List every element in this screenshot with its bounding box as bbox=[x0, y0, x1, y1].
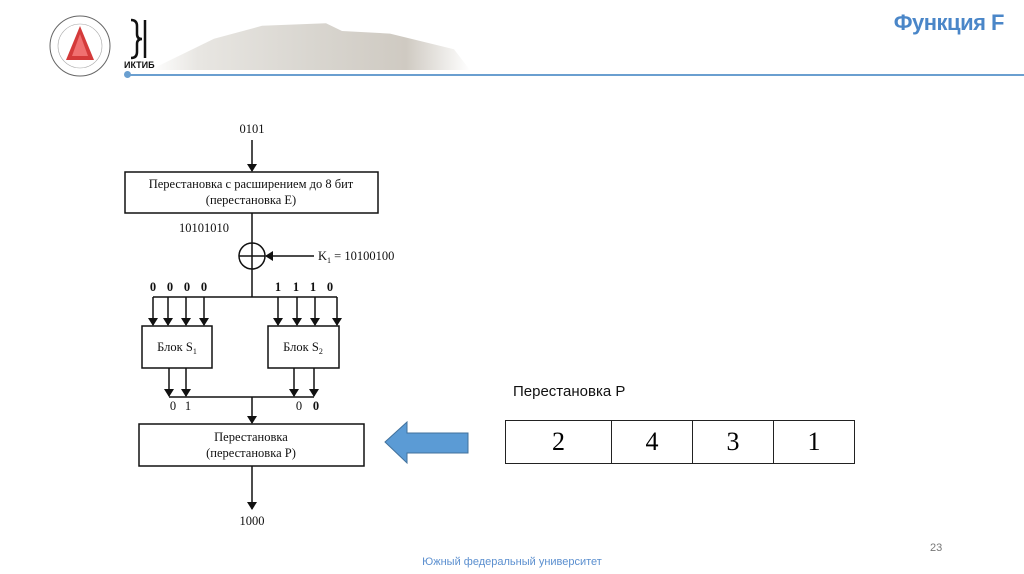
p-box-line1: Перестановка bbox=[214, 430, 288, 444]
permutation-cell: 3 bbox=[692, 420, 774, 464]
s1-input-bit: 0 bbox=[184, 280, 190, 294]
permutation-cell: 2 bbox=[505, 420, 612, 464]
expansion-box-line2: (перестановка E) bbox=[206, 193, 296, 207]
expanded-value: 10101010 bbox=[179, 221, 229, 235]
s1-box bbox=[141, 325, 213, 369]
permutation-label: Перестановка P bbox=[513, 383, 626, 400]
s2-input-bit: 0 bbox=[327, 280, 333, 294]
s1-label: Блок S1 bbox=[157, 340, 197, 356]
s2-input-bit: 1 bbox=[293, 280, 299, 294]
output-value: 1000 bbox=[240, 514, 265, 528]
page-number: 23 bbox=[930, 542, 943, 554]
s2-input-bit: 1 bbox=[275, 280, 281, 294]
s2-label: Блок S2 bbox=[283, 340, 323, 356]
s2-input-bit: 1 bbox=[310, 280, 316, 294]
s2-output-bit: 0 bbox=[313, 399, 319, 413]
p-box-line2: (перестановка P) bbox=[206, 446, 296, 460]
permutation-cell: 1 bbox=[773, 420, 855, 464]
s2-box bbox=[267, 325, 340, 369]
s1-output-bit: 1 bbox=[185, 399, 191, 413]
s2-output-bit: 0 bbox=[296, 399, 302, 413]
s1-input-bit: 0 bbox=[201, 280, 207, 294]
s1-input-bit: 0 bbox=[150, 280, 156, 294]
input-value: 0101 bbox=[240, 122, 265, 136]
expansion-box-line1: Перестановка с расширением до 8 бит bbox=[149, 177, 354, 191]
slide-title: Функция F bbox=[893, 10, 1005, 35]
permutation-table: 2 4 3 1 bbox=[505, 420, 855, 464]
header-divider bbox=[128, 74, 1024, 76]
expansion-box bbox=[124, 171, 379, 214]
s1-output-bit: 0 bbox=[170, 399, 176, 413]
s1-input-bit: 0 bbox=[167, 280, 173, 294]
footer-university: Южный федеральный университет bbox=[422, 556, 602, 568]
p-box bbox=[138, 423, 365, 467]
institute-name: ИКТИБ bbox=[124, 60, 155, 70]
left-arrow-icon bbox=[384, 420, 469, 465]
university-logo bbox=[49, 15, 111, 77]
institute-logo bbox=[130, 18, 147, 60]
key-label: K1 = 10100100 bbox=[318, 249, 394, 265]
header-line-dot bbox=[124, 71, 131, 78]
permutation-cell: 4 bbox=[611, 420, 693, 464]
